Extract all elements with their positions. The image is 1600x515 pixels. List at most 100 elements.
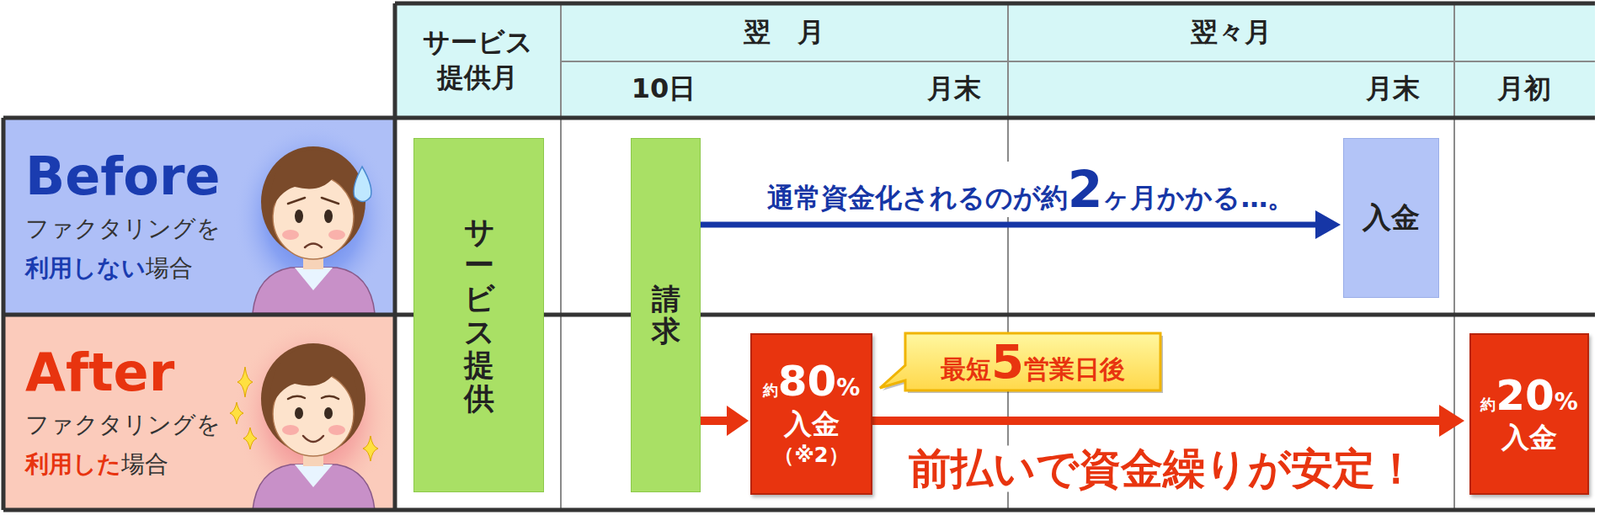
node-text: 利用しない: [25, 254, 146, 283]
bangs: [269, 346, 358, 412]
node-text: ファクタリングを: [25, 410, 221, 439]
frame-line: [3, 508, 1595, 513]
label-group: 月末: [1365, 71, 1420, 107]
text-line: 約80%: [762, 357, 861, 407]
node-text: 場合: [145, 254, 193, 283]
label-group: 月末: [927, 71, 982, 107]
shoulders: [252, 464, 375, 511]
invoice-box: 請求: [630, 138, 701, 493]
label-text: 2: [1067, 160, 1104, 219]
balance-payment-box: 約20%入金: [1469, 333, 1590, 496]
text-line: 約20%: [1480, 372, 1579, 422]
node-text: 20: [1495, 371, 1555, 421]
frame-line: [393, 3, 398, 511]
node-text: 入金: [784, 407, 840, 441]
label-group: 通常資金化されるのが約2ヶ月かかる…。: [762, 161, 1301, 218]
sweat-drop: [353, 166, 372, 203]
label-group: 翌々月: [1190, 15, 1272, 51]
frame-line: [1, 117, 6, 511]
after-panel: Afterファクタリングを利用した場合: [3, 316, 395, 511]
text-line: 入金: [1501, 420, 1558, 457]
arrow-head: [1315, 210, 1341, 240]
node-text: 入金: [1362, 200, 1420, 235]
label-group: サービス 提供月: [414, 25, 541, 96]
arrow-shaft: [700, 222, 1318, 229]
shoulders: [252, 267, 375, 314]
sparkle: [243, 427, 257, 450]
label-text: 前払いで資金繰りが安定！: [908, 444, 1418, 494]
node-text: 請求: [651, 283, 681, 347]
arrow-connector: [872, 405, 1465, 438]
after-glow: [233, 320, 394, 509]
brow: [321, 396, 339, 400]
eye: [324, 407, 333, 420]
frame-line: [3, 116, 1595, 121]
node-text: 場合: [121, 450, 169, 479]
worried-face: [252, 146, 375, 314]
node-text: %: [1554, 388, 1579, 416]
grid-thick-lines: [3, 3, 1595, 511]
node-text: 営業日後: [1024, 354, 1126, 384]
sparkle: [229, 402, 244, 425]
text-line: ファクタリングを: [25, 405, 221, 446]
label-group: 月初: [1497, 71, 1552, 107]
arrow-head: [726, 405, 749, 437]
label-group: 翌 月: [743, 15, 825, 51]
text-line: （※2）: [773, 442, 848, 471]
text-line: 入金: [1362, 201, 1420, 235]
cheek: [328, 229, 346, 240]
sparkle: [237, 367, 253, 398]
label-text: 月初: [1497, 72, 1552, 105]
text-stack: 約80%入金（※2）: [762, 357, 861, 471]
node-text: 約: [1480, 395, 1496, 414]
text-stack: 最短5営業日後: [940, 338, 1126, 386]
happy-face: [252, 343, 375, 511]
text-line: 入金: [784, 406, 840, 443]
label-text: 月末: [1365, 72, 1420, 105]
text-line: サービス提供: [464, 215, 495, 416]
brow: [288, 396, 305, 400]
cheek: [282, 425, 299, 436]
text-stack: サービス提供: [464, 215, 495, 416]
label-text: ヶ月かかる…。: [1102, 181, 1295, 214]
label-text: 通常資金化されるのが約: [767, 181, 1068, 214]
before-glow: [233, 122, 394, 312]
text-line: ファクタリングを: [25, 208, 221, 250]
collar: [294, 267, 333, 291]
node-text: After: [25, 341, 175, 404]
header-fill: [394, 3, 1595, 118]
arrow-shaft: [700, 416, 729, 426]
column-line: [560, 3, 562, 511]
arrow-connector: [700, 405, 749, 437]
collar: [294, 464, 333, 488]
advance-payment-box: 約80%入金（※2）: [750, 333, 873, 496]
node-text: 入金: [1501, 421, 1558, 454]
text-line: 利用しない場合: [25, 248, 193, 289]
brow: [321, 197, 339, 204]
cheek: [282, 229, 299, 240]
sparkle: [362, 436, 379, 462]
label-text: 翌々月: [1190, 16, 1272, 48]
label-group: 10日: [631, 71, 697, 107]
text-stack: Beforeファクタリングを利用しない場合: [25, 145, 221, 289]
label-text: 月末: [927, 72, 982, 105]
node-text: 5: [991, 334, 1024, 390]
node-text: 80: [778, 357, 838, 406]
node-text: （※2）: [773, 443, 848, 468]
cheek: [328, 425, 346, 436]
header-row-line: [560, 60, 1595, 63]
before-panel-fill: [3, 119, 395, 315]
text-stack: 約20%入金: [1480, 372, 1579, 457]
after-panel-fill: [3, 316, 395, 511]
text-line: 利用した場合: [25, 444, 169, 486]
text-line: After: [25, 341, 175, 405]
column-line: [1453, 3, 1456, 511]
callout-body: [880, 333, 1161, 391]
label-text: 翌 月: [743, 16, 825, 48]
node-text: ファクタリングを: [25, 214, 221, 243]
text-stack: 請求: [651, 283, 681, 347]
bangs: [269, 149, 358, 215]
text-stack: Afterファクタリングを利用した場合: [25, 341, 221, 486]
frown: [304, 244, 322, 249]
node-text: 利用した: [25, 450, 122, 479]
